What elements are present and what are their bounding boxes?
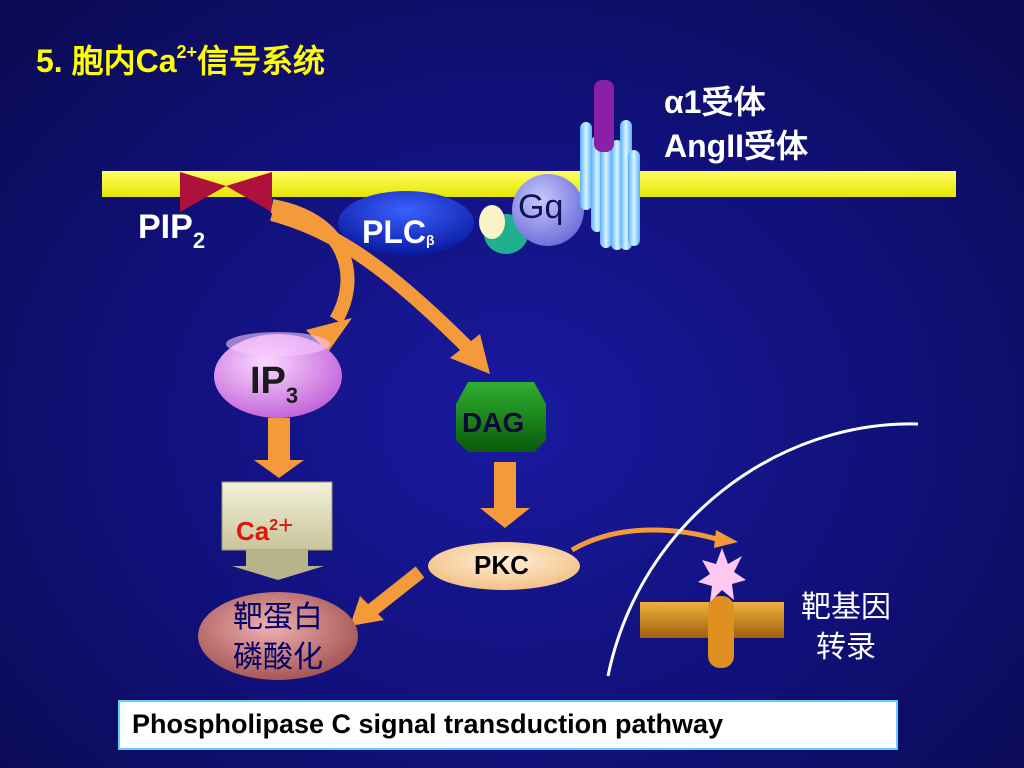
caption-box: Phospholipase C signal transduction path… [118, 700, 898, 750]
receptor-label-angii: AngII受体 [664, 128, 808, 164]
target-gene-label: 靶基因 转录 [801, 591, 891, 664]
receptor-7tm [580, 80, 640, 250]
receptor-labels: α1受体 AngII受体 [664, 80, 808, 168]
target-gene-dna [640, 548, 784, 668]
pkc-node [428, 542, 580, 590]
plc-enzyme [338, 191, 474, 255]
plc-label: PLCβ [362, 214, 435, 250]
gq-label: Gq [518, 188, 564, 226]
slide-title: 5. 胞内Ca2+信号系统 [36, 42, 326, 79]
receptor-label-alpha1: α1受体 [664, 84, 766, 120]
arrow-dag-to-pkc [480, 462, 530, 528]
dag-node [456, 382, 546, 452]
dag-label: DAG [462, 407, 525, 438]
arrow-ip3-to-ca [254, 418, 304, 478]
nuclear-envelope [606, 422, 919, 677]
ca-store [221, 481, 333, 580]
target-protein-node [198, 592, 358, 680]
ip3-label: IP3 [250, 360, 299, 408]
ip3-node [214, 334, 342, 418]
arrow-pip2-to-dag [270, 207, 490, 374]
pip2-label: PIP2 [138, 208, 206, 253]
target-protein-label: 靶蛋白 磷酸化 [233, 601, 323, 674]
arrow-pkc-to-target-protein [350, 566, 425, 626]
ca-label: Ca2+ [236, 510, 294, 546]
gq-protein [512, 174, 584, 246]
arrow-pip2-to-ip3 [270, 199, 355, 352]
pkc-label: PKC [474, 550, 529, 580]
g-protein-subunit-white [479, 205, 505, 239]
arrow-pkc-to-nucleus [570, 527, 738, 553]
pip2-molecule [180, 172, 272, 212]
